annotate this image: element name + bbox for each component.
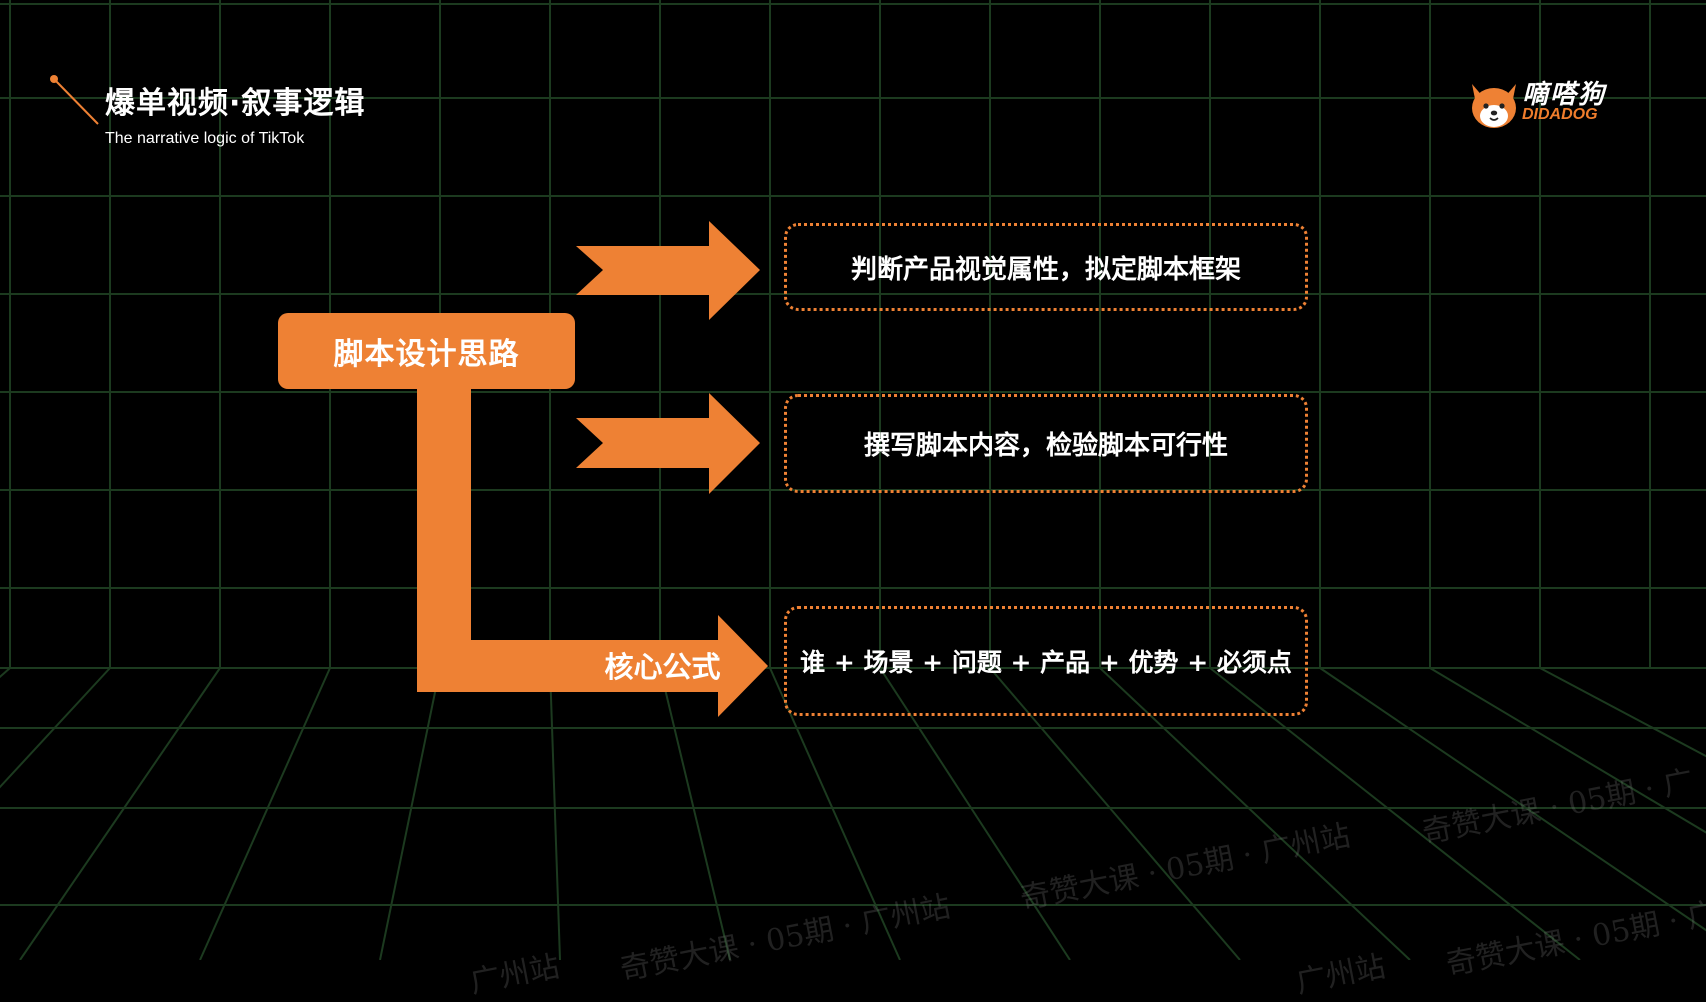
step-box-2: 撰写脚本内容，检验脚本可行性: [784, 394, 1308, 493]
step-box-1: 判断产品视觉属性，拟定脚本框架: [784, 223, 1308, 311]
shiba-dog-icon: [1472, 84, 1516, 128]
page-subtitle: The narrative logic of TikTok: [105, 130, 305, 147]
arrow-icon: [576, 221, 760, 320]
diagram-connectors: [417, 221, 768, 717]
formula-label: 核心公式: [604, 650, 721, 684]
arrow-icon: [576, 393, 760, 494]
step-box-formula: 谁 + 场景 + 问题 + 产品 + 优势 + 必须点: [784, 606, 1308, 716]
background-grid: [0, 0, 1706, 960]
page-title: 爆单视频·叙事逻辑: [105, 86, 366, 121]
elbow-connector: [417, 389, 603, 692]
header-decoration: [50, 75, 620, 125]
logo-name-en: DIDADOG: [1522, 106, 1598, 123]
arrow-icon: [560, 615, 768, 717]
logo-name-cn: 嘀嗒狗: [1522, 80, 1607, 110]
root-node: 脚本设计思路: [278, 313, 575, 389]
